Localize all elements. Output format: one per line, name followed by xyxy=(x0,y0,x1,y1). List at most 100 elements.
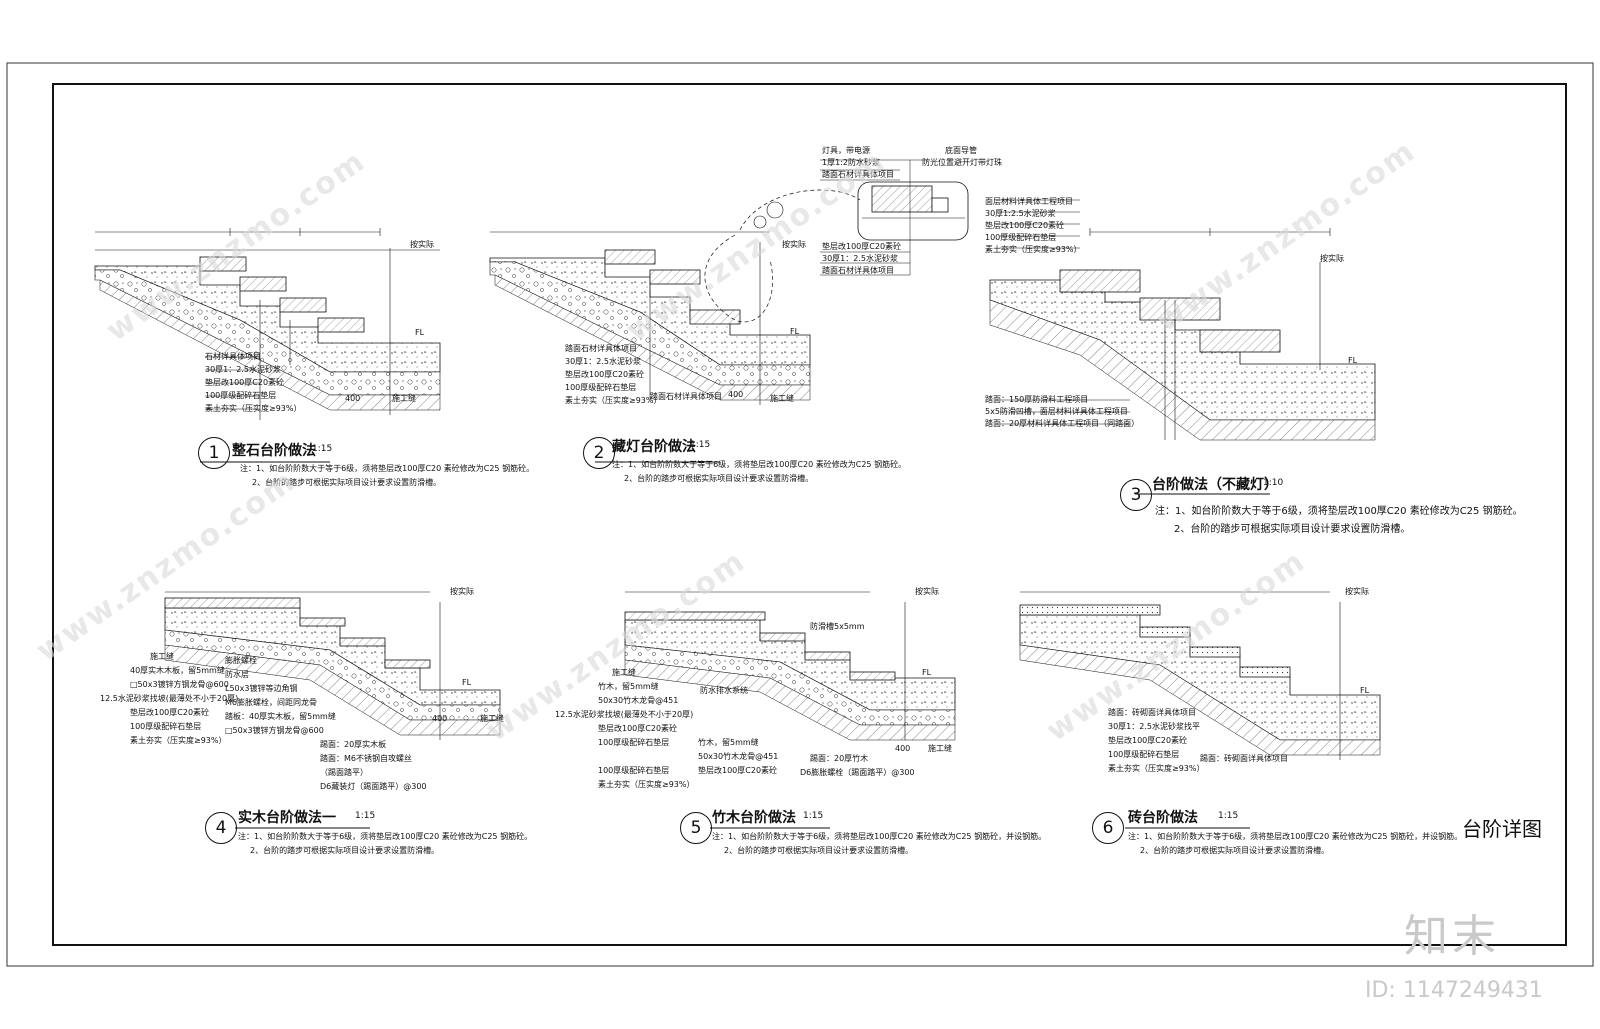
detail-2-label-mortar: 30厚1：2.5水泥砂浆 xyxy=(565,357,641,366)
detail-1-label-stone: 石材详具体项目 xyxy=(205,352,261,361)
detail-6-scale: 1:15 xyxy=(1218,811,1239,821)
detail-2-label-400: 400 xyxy=(728,390,744,399)
detail-2-callout-4: 垫层改100厚C20素砼 xyxy=(822,242,902,251)
detail-5-label-3: 50x30竹木龙骨@451 xyxy=(598,696,679,705)
detail-2-callout-2: 1厚1:2防水砂浆 xyxy=(822,158,880,167)
detail-2-label-joint: 施工缝 xyxy=(770,394,794,403)
detail-6-label-tread: 踏面：砖砌面详具体项目 xyxy=(1108,708,1196,717)
detail-5-label-4: 12.5水泥砂浆找坡(最薄处不小于20厚) xyxy=(555,710,694,719)
detail-4-label-16: （踢面踏平） xyxy=(320,768,368,777)
detail-3-section xyxy=(989,199,1376,441)
detail-6-note-2: 2、台阶的踏步可根据实际项目设计要求设置防滑槽。 xyxy=(1140,846,1330,855)
detail-5-note-1: 注：1、如台阶阶数大于等于6级，须将垫层改100厚C20 素砼修改为C25 钢筋… xyxy=(712,832,1047,841)
detail-5-label-2: 竹木，留5mm缝 xyxy=(598,682,659,691)
detail-6-number: 6 xyxy=(1092,812,1124,844)
detail-4-label-11: M6膨胀螺栓，间距同龙骨 xyxy=(225,698,317,707)
detail-5-label-5: 垫层改100厚C20素砼 xyxy=(598,724,678,733)
detail-4-number: 4 xyxy=(205,812,237,844)
detail-2-callout-1: 灯具，带电源 xyxy=(822,146,870,155)
detail-4-label-6: 100厚级配碎石垫层 xyxy=(130,722,202,731)
detail-4-label-14: 踢面：20厚实木板 xyxy=(320,740,387,749)
detail-4-note-1: 注：1、如台阶阶数大于等于6级，须将垫层改100厚C20 素砼修改为C25 钢筋… xyxy=(238,832,533,841)
detail-2-callout-3: 踏面石材详具体项目 xyxy=(822,170,894,179)
detail-2-callout-6: 踏面石材详具体项目 xyxy=(822,266,894,275)
detail-2-callout-7: 底面导管 xyxy=(945,146,977,155)
detail-2-label-actual: 按实际 xyxy=(782,240,806,249)
detail-4-scale: 1:15 xyxy=(355,811,376,821)
detail-6-section xyxy=(1019,591,1381,760)
detail-5-label-joint: 施工缝 xyxy=(928,744,952,753)
detail-3-note-2: 2、台阶的踏步可根据实际项目设计要求设置防滑槽。 xyxy=(1174,524,1411,535)
detail-4-label-12: 踏板：40厚实木板，留5mm缝 xyxy=(225,712,336,721)
detail-4-label-fl: FL xyxy=(462,678,472,687)
detail-5-label-7: 竹木，留5mm缝 xyxy=(698,738,759,747)
detail-4-section xyxy=(164,591,501,740)
detail-1-label-gravel: 100厚级配碎石垫层 xyxy=(205,391,277,400)
detail-5-label-11: 素土夯实（压实度≥93%） xyxy=(598,780,695,789)
detail-4-title: 实木台阶做法一 xyxy=(238,810,336,826)
detail-5-label-400: 400 xyxy=(895,744,911,753)
detail-2-note-2: 2、台阶的踏步可根据实际项目设计要求设置防滑槽。 xyxy=(624,474,814,483)
detail-4-label-7: 素土夯实（压实度≥93%） xyxy=(130,736,227,745)
id-label: ID: 1147249431 xyxy=(1365,978,1543,1003)
detail-3-label-surface: 面层材料详具体工程项目 xyxy=(985,197,1073,206)
detail-4-label-1: 施工缝 xyxy=(150,652,174,661)
detail-5-label-9: 垫层改100厚C20素砼 xyxy=(698,766,778,775)
detail-5-label-14: 踢面：20厚竹木 xyxy=(810,754,869,763)
detail-4-label-2: 40厚实木木板，留5mm缝 xyxy=(130,666,225,675)
detail-4-label-8: 膨胀螺栓 xyxy=(225,656,257,665)
detail-5-section xyxy=(624,591,956,741)
detail-2-label-soil: 素土夯实（压实度≥93%） xyxy=(565,396,662,405)
detail-4-label-400: 400 xyxy=(432,714,448,723)
detail-6-label-soil: 素土夯实（压实度≥93%） xyxy=(1108,764,1205,773)
detail-5-label-actual: 按实际 xyxy=(915,587,939,596)
detail-6-label-mortar: 30厚1：2.5水泥砂浆找平 xyxy=(1108,722,1200,731)
detail-1-scale: 1:15 xyxy=(312,444,333,454)
detail-2-title: 藏灯台阶做法 xyxy=(612,439,696,455)
detail-4-label-9: 防水层 xyxy=(225,670,249,679)
detail-5-label-6: 100厚级配碎石垫层 xyxy=(598,738,670,747)
detail-3-title: 台阶做法（不藏灯） xyxy=(1152,477,1278,493)
detail-1-section xyxy=(94,228,441,420)
detail-5-title: 竹木台阶做法 xyxy=(712,810,796,826)
detail-4-label-3: □50x3镀锌方钢龙骨@600 xyxy=(130,680,229,689)
detail-1-label-actual: 按实际 xyxy=(410,240,434,249)
detail-4-label-4: 12.5水泥砂浆找坡(最薄处不小于20厚) xyxy=(100,694,239,703)
detail-1-label-concrete: 垫层改100厚C20素砼 xyxy=(205,378,285,387)
detail-2-label-stone: 踏面石材详具体项目 xyxy=(565,344,637,353)
detail-4-label-5: 垫层改100厚C20素砼 xyxy=(130,708,210,717)
detail-5-label-fl: FL xyxy=(922,668,932,677)
detail-3-label-tread: 踏面：150厚防滑料工程项目 xyxy=(985,395,1089,404)
detail-2-scale: 1:15 xyxy=(690,440,711,450)
detail-3-label-fl: FL xyxy=(1348,356,1358,365)
detail-3-label-mortar: 30厚1:2.5水泥砂浆 xyxy=(985,209,1056,218)
detail-1-leaders xyxy=(205,356,260,410)
detail-3-note-1: 注：1、如台阶阶数大于等于6级，须将垫层改100厚C20 素砼修改为C25 钢筋… xyxy=(1155,506,1523,517)
detail-1-note-1: 注：1、如台阶阶数大于等于6级，须将垫层改100厚C20 素砼修改为C25 钢筋… xyxy=(240,464,535,473)
detail-2-callout xyxy=(820,159,969,276)
detail-3-label-actual: 按实际 xyxy=(1320,254,1344,263)
detail-4-label-10: L50x3镀锌等边角钢 xyxy=(225,684,298,693)
detail-4-label-joint: 施工缝 xyxy=(480,714,504,723)
detail-2-label-fl: FL xyxy=(790,327,800,336)
detail-2-number: 2 xyxy=(583,437,615,469)
detail-5-label-12: 防水排水系统 xyxy=(700,686,748,695)
detail-2-label-tread: 踏面石材详具体项目 xyxy=(650,392,722,401)
detail-4-label-actual: 按实际 xyxy=(450,587,474,596)
brand-logo: 知末 xyxy=(1404,911,1500,962)
detail-1-number: 1 xyxy=(198,437,230,469)
detail-5-scale: 1:15 xyxy=(803,811,824,821)
detail-6-title: 砖台阶做法 xyxy=(1128,810,1198,826)
detail-5-label-1: 施工缝 xyxy=(612,668,636,677)
detail-4-label-17: D6藏装灯（踢面踏平）@300 xyxy=(320,782,427,791)
sheet-title: 台阶详图 xyxy=(1462,817,1542,841)
detail-4-label-15: 踏面：M6不锈钢自攻螺丝 xyxy=(320,754,412,763)
detail-4-note-2: 2、台阶的踏步可根据实际项目设计要求设置防滑槽。 xyxy=(250,846,440,855)
detail-5-label-13: 防滑槽5x5mm xyxy=(810,622,865,631)
detail-6-label-fl: FL xyxy=(1360,686,1370,695)
detail-1-label-400: 400 xyxy=(345,394,361,403)
detail-1-label-joint: 施工缝 xyxy=(392,394,416,403)
detail-2-label-gravel: 100厚级配碎石垫层 xyxy=(565,383,637,392)
detail-3-label-gravel: 100厚级配碎石垫层 xyxy=(985,233,1057,242)
